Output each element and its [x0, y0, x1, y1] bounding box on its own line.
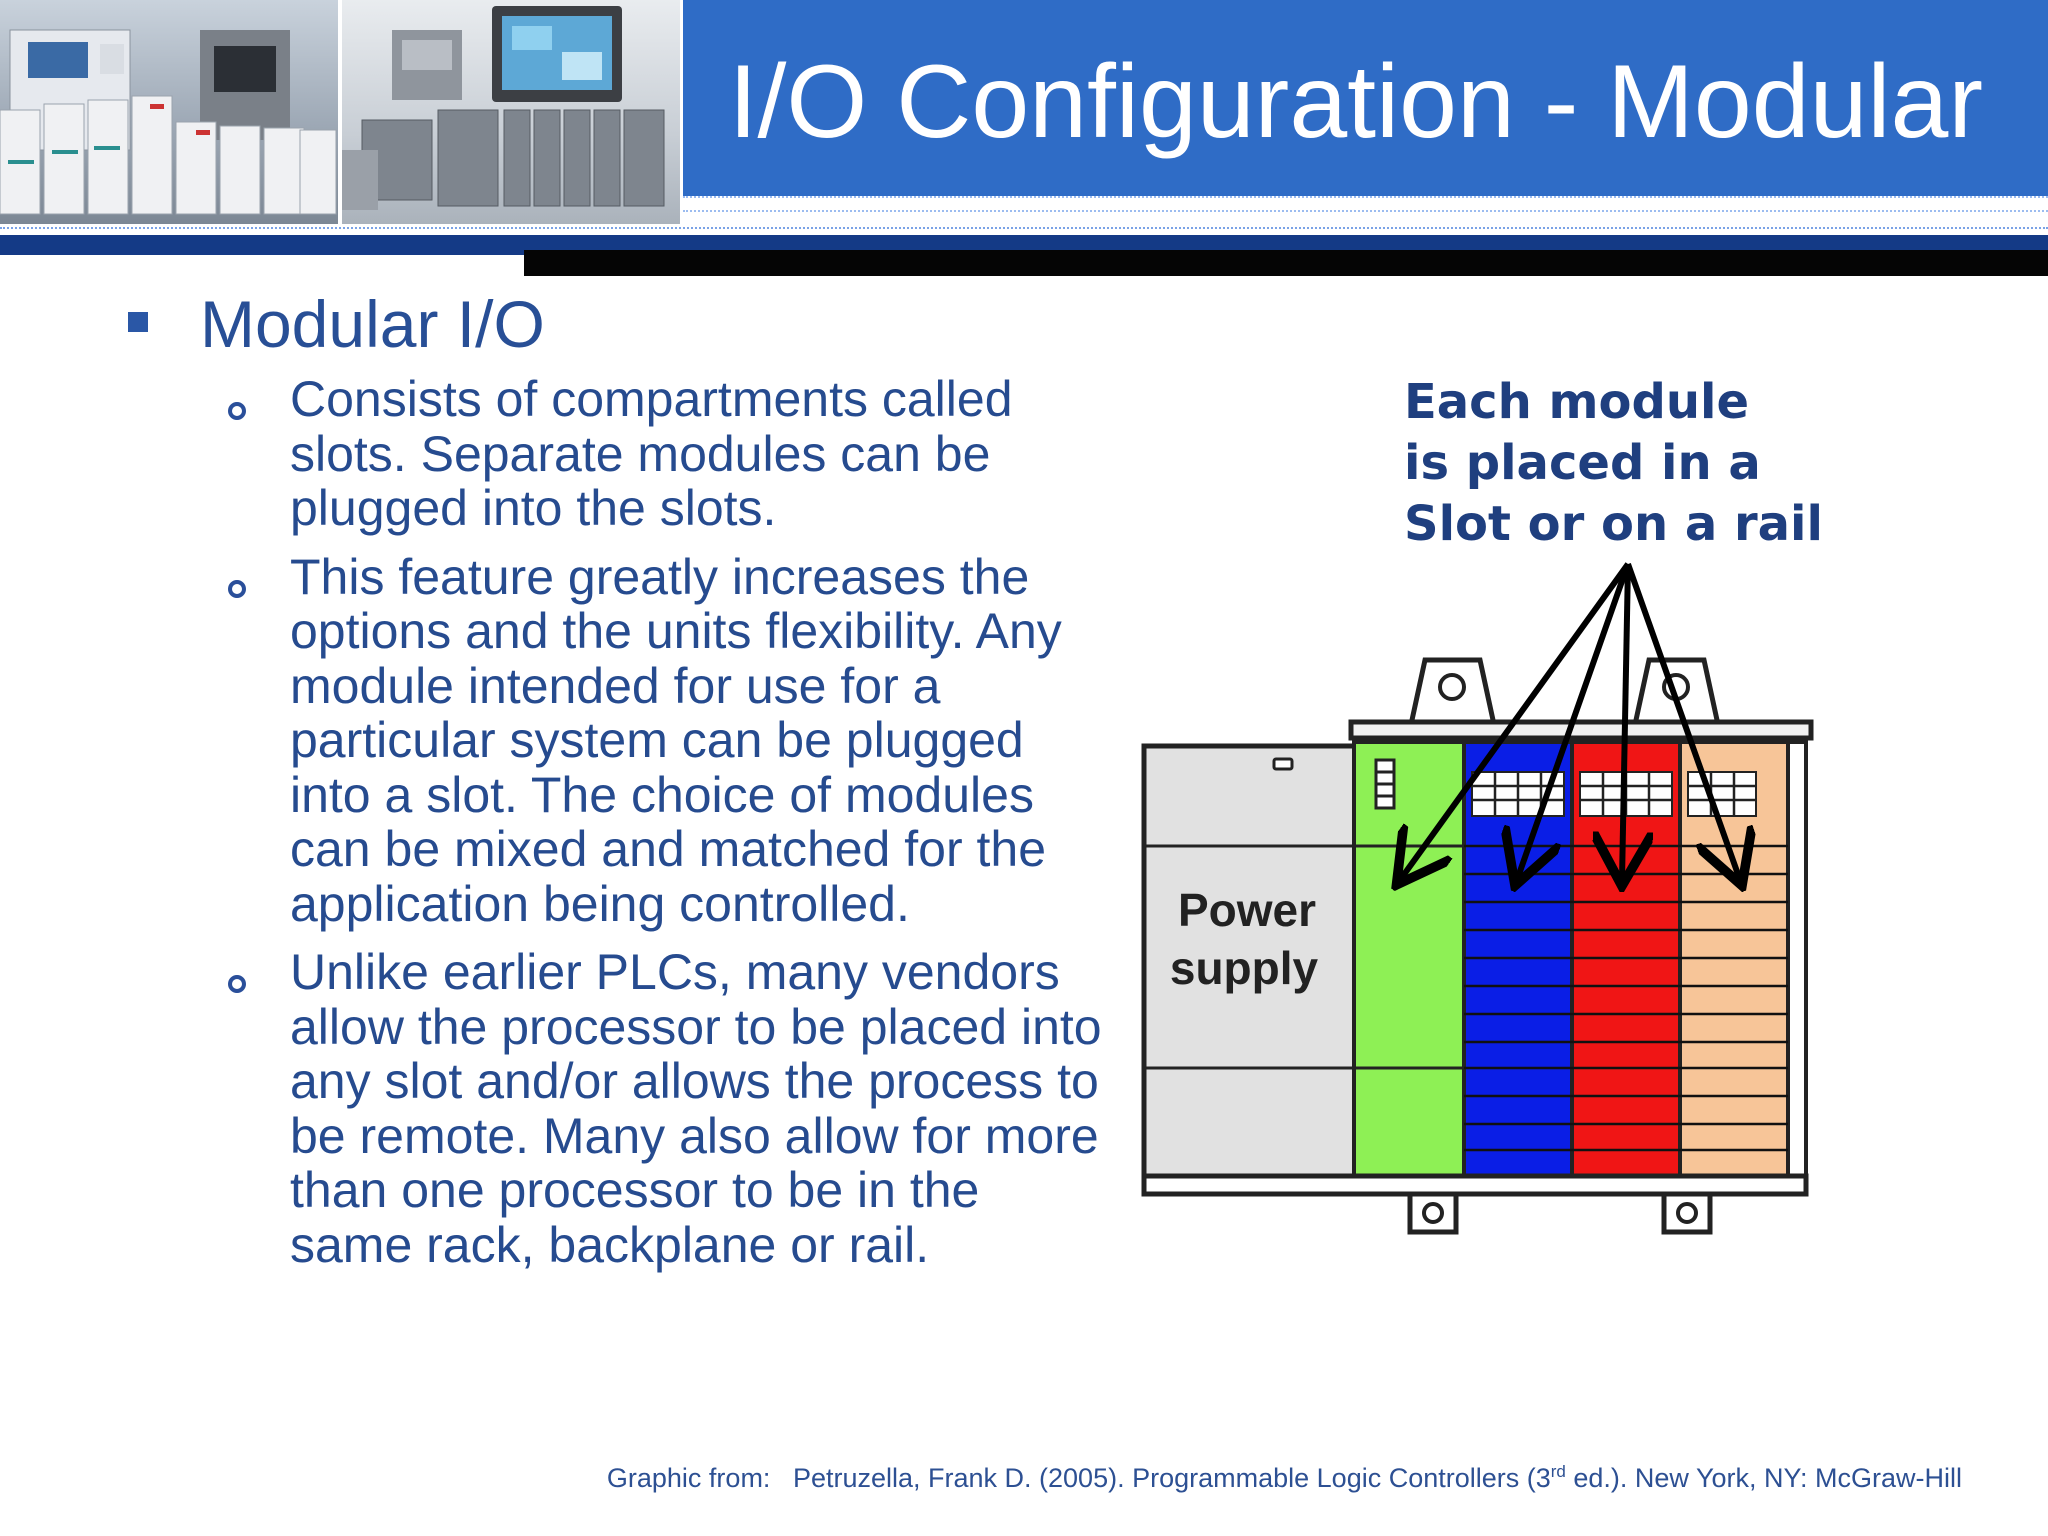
- list-item: Consists of compartments called slots. S…: [228, 372, 1108, 536]
- sub-bullet-list: Consists of compartments called slots. S…: [228, 372, 1108, 1286]
- dotted-rule: [683, 210, 2048, 212]
- header-black-bar: [524, 250, 2048, 276]
- citation-prefix: Graphic from:: [606, 1463, 771, 1493]
- callout-line: Slot or on a rail: [1404, 496, 1823, 552]
- citation-text: Petruzella, Frank D. (2005). Programmabl…: [792, 1463, 1551, 1493]
- callout-arrows: [1400, 562, 1740, 880]
- slide-header: I/O Configuration - Modular: [0, 0, 2048, 276]
- circle-bullet-icon: [228, 975, 246, 993]
- circle-bullet-icon: [228, 402, 246, 420]
- title-band: [683, 0, 2048, 196]
- dotted-rule: [683, 196, 2048, 198]
- citation-sup: rd: [1550, 1462, 1566, 1481]
- circle-bullet-icon: [228, 579, 246, 598]
- sub-bullet-text: Consists of compartments called slots. S…: [290, 371, 1013, 536]
- citation: Graphic from: Petruzella, Frank D. (2005…: [532, 1462, 1962, 1494]
- callout-line: is placed in a: [1404, 435, 1761, 491]
- module-slot-green: [1352, 740, 1466, 1178]
- sub-bullet-text: Unlike earlier PLCs, many vendors allow …: [290, 944, 1102, 1273]
- callout-line: Each module: [1404, 374, 1750, 430]
- bullet-heading: Modular I/O: [200, 287, 545, 361]
- sub-bullet-text: This feature greatly increases the optio…: [290, 548, 1062, 932]
- power-supply-label: Power: [1178, 884, 1316, 936]
- figure-callout: Each module is placed in a Slot or on a …: [1404, 372, 1874, 555]
- power-supply-label: supply: [1170, 942, 1319, 994]
- plc-hardware-photo-2: [342, 0, 680, 224]
- plc-rack-diagram: Power supply: [1141, 562, 1814, 1235]
- plc-hardware-photo-1: [0, 0, 338, 224]
- list-item: Unlike earlier PLCs, many vendors allow …: [228, 945, 1108, 1272]
- list-item: This feature greatly increases the optio…: [228, 548, 1108, 932]
- square-bullet-icon: [128, 312, 148, 332]
- citation-text-end: ed.). New York, NY: McGraw-Hill: [1565, 1463, 1962, 1493]
- dotted-rule: [0, 227, 2048, 229]
- slide-title: I/O Configuration - Modular: [728, 44, 1983, 160]
